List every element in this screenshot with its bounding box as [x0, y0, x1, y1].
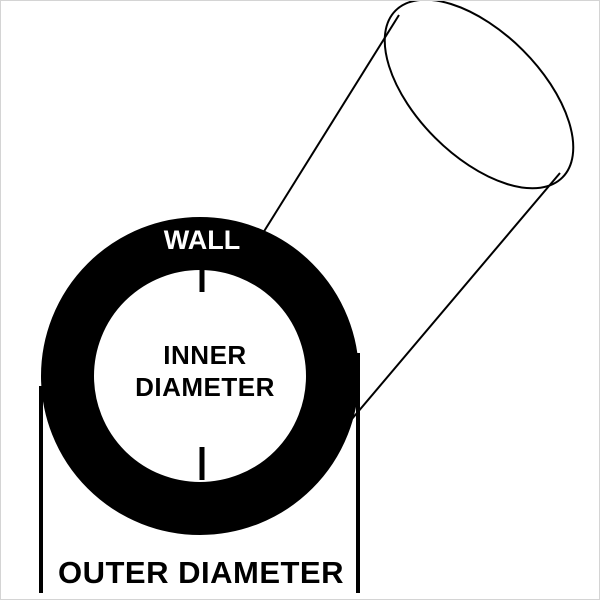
- inner-diameter-label-line1: INNER: [163, 340, 246, 370]
- outer-diameter-extension-lines: [39, 353, 360, 593]
- cylinder-top-edge-line: [262, 14, 400, 234]
- outer-diameter-label: OUTER DIAMETER: [58, 555, 344, 590]
- cylinder-bottom-edge-line: [345, 172, 561, 427]
- wall-label: WALL: [164, 225, 240, 255]
- cylinder-body: [262, 1, 575, 427]
- tube-wall-ring: [41, 217, 359, 535]
- inner-diameter-label-line2: DIAMETER: [135, 372, 275, 402]
- cylinder-far-end-ellipse: [383, 1, 575, 190]
